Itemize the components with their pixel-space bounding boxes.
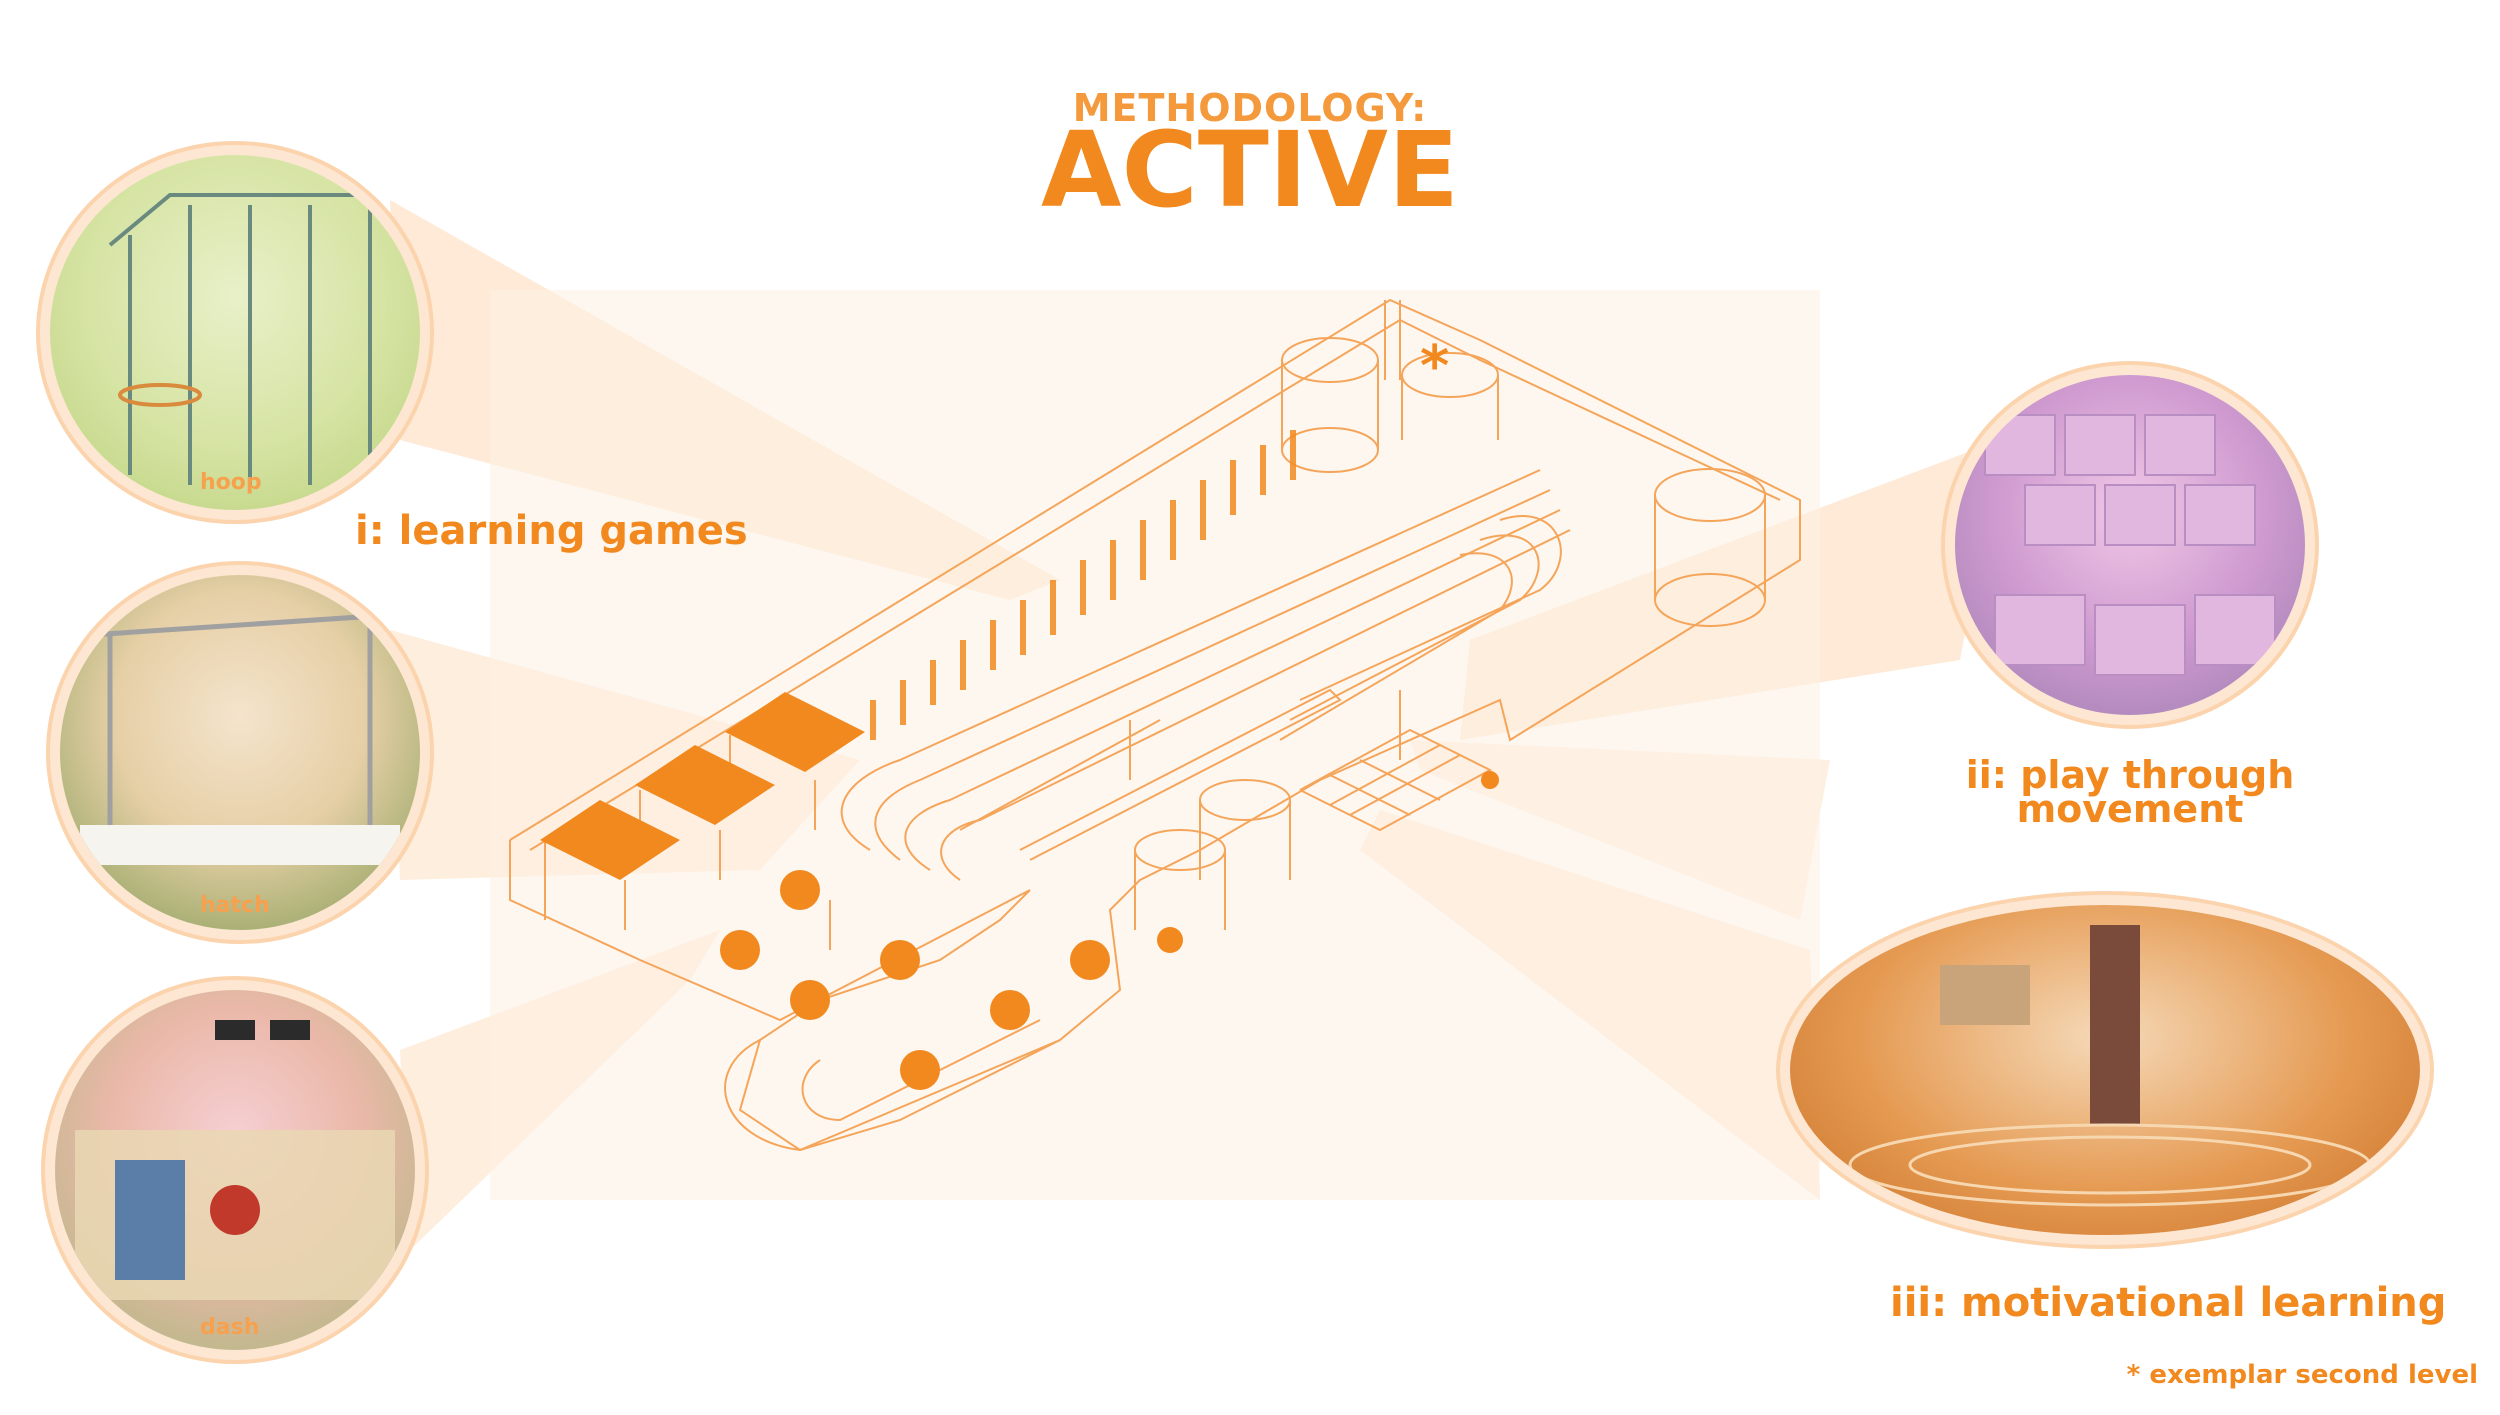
footnote: * exemplar second level — [2126, 1360, 2478, 1390]
caption-play-through-movement: ii: play through movement — [1965, 753, 2295, 831]
caption-learning-games: i: learning games — [355, 508, 748, 554]
caption-motivational-learning: iii: motivational learning — [1890, 1280, 2447, 1326]
methodology-subtitle: METHODOLOGY: — [1072, 86, 1428, 130]
dash-label: dash — [200, 1315, 260, 1340]
hatch-image — [60, 575, 420, 930]
hatch-label: hatch — [200, 893, 270, 918]
play-through-movement-image — [1955, 375, 2305, 715]
motivational-learning-image — [1790, 905, 2420, 1235]
hoop-image — [50, 155, 420, 510]
hoop-label: hoop — [200, 470, 262, 495]
page-title: ACTIVE — [1041, 109, 1459, 231]
dash-image — [55, 990, 415, 1350]
second-level-marker: * — [1420, 334, 1449, 399]
